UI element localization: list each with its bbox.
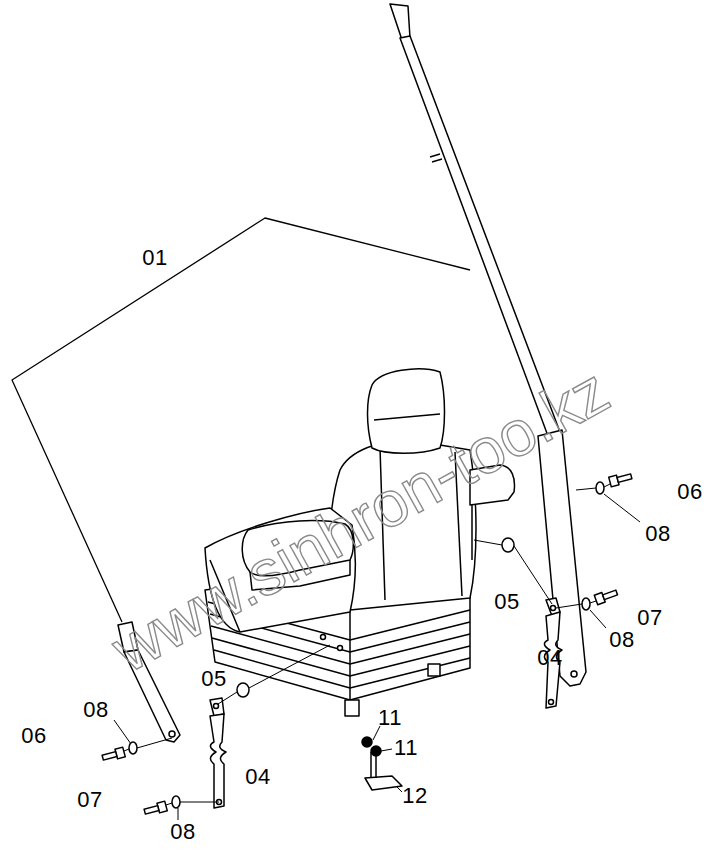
callout-number: 06 [677,480,702,504]
callout-number: 08 [170,820,195,844]
callout-number: 06 [21,724,46,748]
callout-number: 05 [494,590,519,614]
callout-number: 12 [402,784,427,808]
callout-number: 08 [83,698,108,722]
callout-number: 11 [394,736,418,760]
callout-number: 04 [245,765,270,789]
callout-number: 11 [378,706,402,730]
callout-number: 08 [645,522,670,546]
callout-number: 01 [142,246,167,270]
callout-number: 04 [537,646,562,670]
watermark: www.sinhron-too.kz [100,355,619,685]
callout-number: 07 [77,788,102,812]
callout-number: 05 [201,667,226,691]
callout-number: 07 [637,606,662,630]
callout-number: 08 [609,628,634,652]
